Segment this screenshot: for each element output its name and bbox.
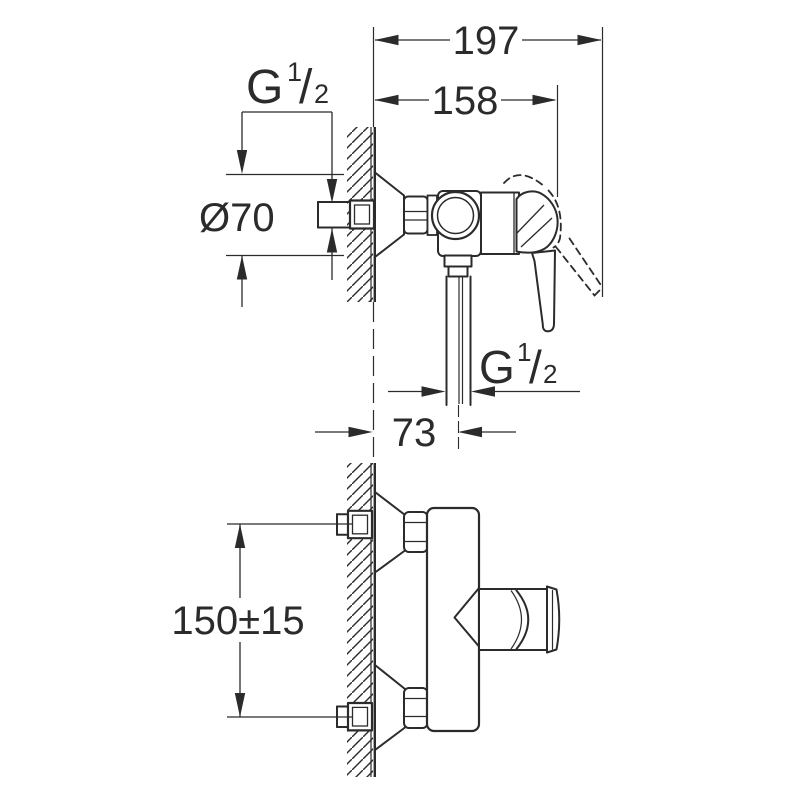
arrowhead-down	[236, 150, 248, 174]
hex-nut-bottom	[403, 687, 429, 729]
arrowhead-left	[374, 94, 399, 106]
arrowhead-right	[348, 426, 373, 438]
dim-label-197: 197	[453, 19, 520, 63]
handle-end-cap	[546, 585, 561, 654]
arrowhead-down	[326, 179, 338, 203]
outlet-thread-sup: 1	[517, 337, 531, 367]
side-view	[317, 127, 604, 453]
handle-lever	[531, 249, 556, 333]
body-chevron-notch	[453, 587, 480, 648]
inlet-thread-slash: /	[299, 61, 313, 114]
arrowhead-left	[458, 426, 482, 438]
inlet-thread-sub: 2	[314, 79, 329, 109]
dim-total-depth: 197	[374, 19, 602, 63]
handle-lens-arc	[515, 589, 530, 650]
handle-plan	[478, 585, 561, 654]
outlet-thread-sub: 2	[543, 359, 557, 389]
cartridge-housing	[480, 191, 520, 255]
hex-nut-side	[403, 195, 429, 235]
handle-phantom-dashed	[503, 174, 604, 297]
outlet-fitting	[443, 254, 473, 453]
dim-escutcheon-diameter: Ø70	[199, 173, 344, 307]
outlet-thread-slash: /	[529, 341, 542, 393]
valve-body-inner-circle	[436, 196, 475, 235]
handle-lens-arc-inner	[510, 590, 522, 650]
dim-label-158: 158	[432, 79, 499, 123]
dim-inlet-spacing: 150±15	[171, 523, 352, 718]
handle-cylinder	[478, 588, 548, 651]
valve-body-circle	[430, 190, 481, 241]
arrowhead-up	[234, 524, 246, 548]
arrowhead-left	[471, 386, 495, 397]
plan-view: 150±15	[171, 463, 561, 777]
dimension-annotations: 197 158 G 1 / 2	[199, 19, 604, 462]
dim-wall-to-outlet: 73	[315, 411, 516, 455]
dim-label-dia70: Ø70	[199, 196, 275, 240]
dim-inlet-thread: G 1 / 2	[236, 57, 338, 280]
arrowhead-right	[421, 386, 446, 397]
dim-outlet-thread: G 1 / 2	[388, 337, 580, 397]
mixer-body-plan	[425, 506, 481, 733]
escutcheon-top	[374, 491, 406, 574]
knob-facet-line	[516, 204, 545, 234]
inlet-stub	[317, 199, 376, 230]
escutcheon-bottom	[374, 664, 406, 751]
outlet-thread-G: G	[479, 341, 515, 393]
dim-label-150: 150±15	[171, 599, 304, 643]
handle-knob-side	[515, 190, 559, 254]
escutcheon-side	[374, 171, 405, 258]
arrowhead-left	[374, 34, 399, 46]
dim-label-73: 73	[392, 411, 437, 455]
inlet-thread-G: G	[246, 61, 283, 114]
knob-facet-line	[520, 217, 553, 248]
dim-depth-to-handle: 158	[374, 79, 557, 123]
arrowhead-right	[577, 34, 602, 46]
arrowhead-right	[532, 94, 557, 106]
inlet-thread-sup: 1	[287, 57, 302, 87]
hex-nut-top	[403, 511, 429, 553]
inlet-union-top	[336, 509, 374, 540]
arrowhead-down	[234, 693, 246, 717]
